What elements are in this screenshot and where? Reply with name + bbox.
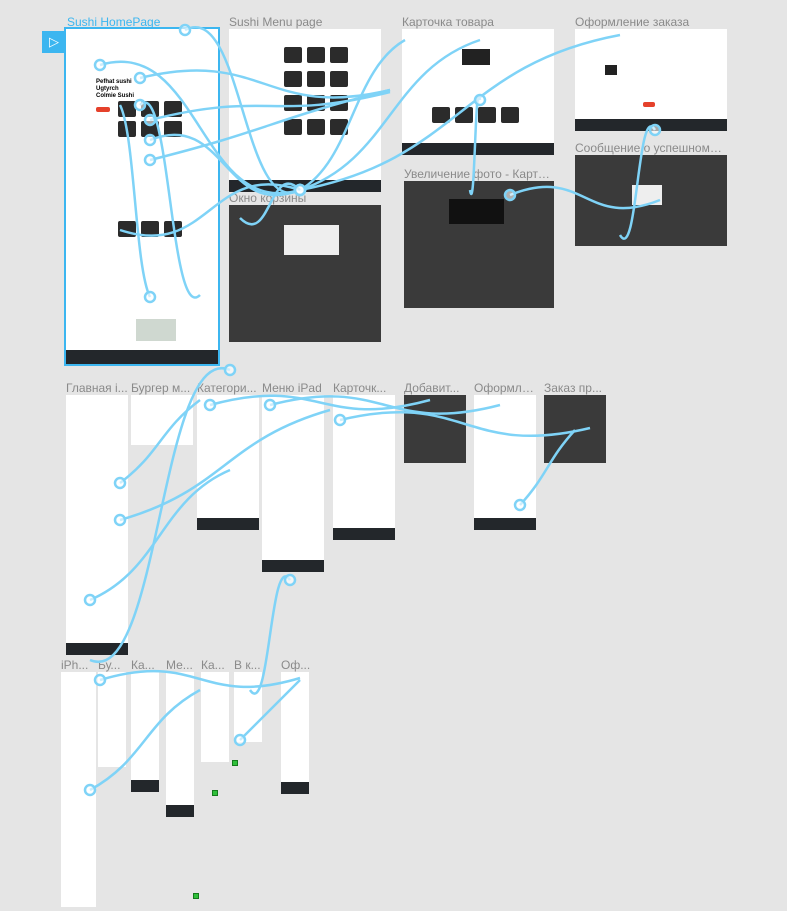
footer (197, 518, 259, 530)
artboard-label[interactable]: Ка... (131, 658, 155, 672)
cart-modal (284, 225, 339, 255)
green-handle[interactable] (212, 790, 218, 796)
artboard-iphone-cart[interactable] (234, 672, 262, 742)
artboard-label-success[interactable]: Сообщение о успешном за... (575, 141, 725, 155)
zoomed-photo (449, 199, 504, 224)
footer (281, 782, 309, 794)
artboard-ipad-category[interactable] (197, 395, 259, 530)
footer (575, 119, 727, 131)
artboard-label[interactable]: Оформле... (474, 381, 536, 395)
footer (474, 518, 536, 530)
artboard-label[interactable]: Заказ пр... (544, 381, 602, 395)
artboard-label-home[interactable]: Sushi HomePage (67, 15, 161, 29)
footer (402, 143, 554, 155)
product-grid (118, 101, 182, 137)
product-photo (462, 49, 490, 65)
artboard-label[interactable]: Бу... (98, 658, 121, 672)
artboard-iphone-card[interactable] (201, 672, 229, 762)
cta-button (96, 107, 110, 112)
wire-handle (283, 573, 297, 587)
product-grid (118, 221, 182, 237)
artboard-sushi-menu[interactable] (229, 29, 381, 192)
artboard-iphone-burger[interactable] (98, 672, 126, 767)
artboard-label[interactable]: Категори... (197, 381, 257, 395)
artboard-order[interactable] (575, 29, 727, 131)
artboard-ipad-add[interactable] (404, 395, 466, 463)
artboard-label[interactable]: Бургер м... (131, 381, 191, 395)
artboard-ipad-card[interactable] (333, 395, 395, 540)
footer (166, 805, 194, 817)
artboard-label[interactable]: Меню iPad (262, 381, 322, 395)
artboard-label[interactable]: iPh... (61, 658, 89, 672)
product-grid (432, 107, 519, 123)
artboard-label[interactable]: Оф... (281, 658, 311, 672)
artboard-ipad-done[interactable] (544, 395, 606, 463)
artboard-label-order[interactable]: Оформление заказа (575, 15, 690, 29)
artboard-label[interactable]: Ка... (201, 658, 225, 672)
artboard-cart-window[interactable] (229, 205, 381, 342)
artboard-label-zoom[interactable]: Увеличение фото - Карточ... (404, 167, 552, 181)
footer (66, 350, 218, 364)
artboard-iphone-menu[interactable] (166, 672, 194, 817)
artboard-label-menu[interactable]: Sushi Menu page (229, 15, 323, 29)
artboard-label-cart[interactable]: Окно корзины (229, 191, 307, 205)
artboard-iphone-order[interactable] (281, 672, 309, 794)
artboard-ipad-burger[interactable] (131, 395, 193, 445)
artboard-success-message[interactable] (575, 155, 727, 246)
wire-handle (223, 363, 237, 377)
play-prototype-button[interactable]: ▷ (42, 31, 66, 53)
artboard-iphone-category[interactable] (131, 672, 159, 792)
home-headline: Pefhat sushi Ugtyrch Colmie Sushi (96, 79, 135, 99)
success-modal (632, 185, 662, 205)
footer (262, 560, 324, 572)
artboard-label[interactable]: В к... (234, 658, 261, 672)
product-grid (284, 47, 348, 135)
artboard-iphone-home[interactable] (61, 672, 96, 907)
artboard-ipad-home[interactable] (66, 395, 128, 655)
artboard-photo-zoom[interactable] (404, 181, 554, 308)
submit-button (643, 102, 655, 107)
artboard-label[interactable]: Добавит... (404, 381, 460, 395)
footer (131, 780, 159, 792)
artboard-sushi-homepage[interactable]: Pefhat sushi Ugtyrch Colmie Sushi (64, 27, 220, 366)
artboard-ipad-menu[interactable] (262, 395, 324, 572)
footer (333, 528, 395, 540)
map-image (136, 319, 176, 341)
footer (66, 643, 128, 655)
wire (99, 669, 301, 689)
artboard-product-card[interactable] (402, 29, 554, 155)
artboard-label-card[interactable]: Карточка товара (402, 15, 494, 29)
green-handle[interactable] (232, 760, 238, 766)
artboard-label[interactable]: Карточк... (333, 381, 387, 395)
order-item-photo (605, 65, 617, 75)
artboard-label[interactable]: Главная i... (66, 381, 128, 395)
artboard-label[interactable]: Ме... (166, 658, 193, 672)
green-handle[interactable] (193, 893, 199, 899)
artboard-ipad-order[interactable] (474, 395, 536, 530)
